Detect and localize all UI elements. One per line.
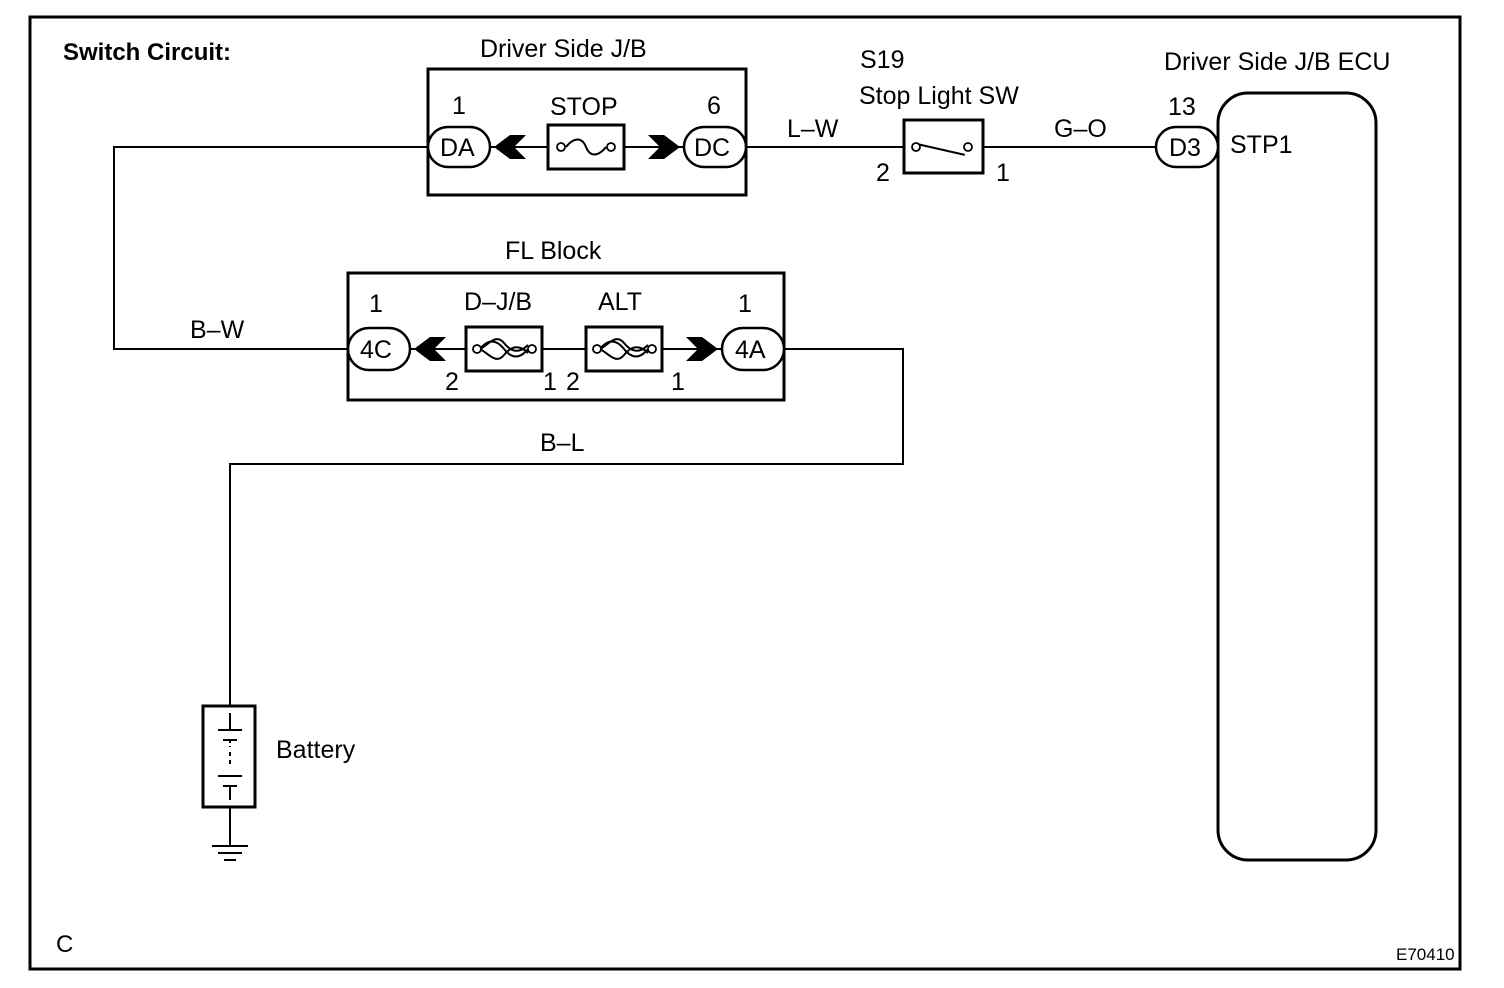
fuse-alt-terminal-left (592, 344, 602, 354)
switch-contact-arm (916, 143, 966, 156)
connector-da-label: DA (440, 134, 475, 162)
connector-d3-label: D3 (1169, 134, 1201, 162)
fuse-alt-element-2 (599, 338, 649, 352)
fuse-djb-terminal-right (527, 344, 537, 354)
wire-b-w (113, 146, 428, 350)
corner-letter: C (56, 931, 73, 958)
connector-4c (346, 326, 412, 372)
stop-fuse-terminal-right (606, 142, 616, 152)
driver-jb-label: Driver Side J/B (480, 35, 647, 63)
stop-fuse-element (565, 138, 607, 156)
figure-code: E70410 (1396, 945, 1455, 964)
driver-jb-right-arrow (648, 135, 680, 159)
fuse-djb-element-3 (479, 346, 529, 360)
switch-code: S19 (860, 46, 904, 74)
fuse-alt-element-1 (599, 340, 649, 358)
fuse-alt-terminal-right (647, 344, 657, 354)
connector-4a (720, 326, 786, 372)
fl-block-label: FL Block (505, 237, 602, 265)
connector-4c-label: 4C (360, 336, 392, 364)
driver-jb-right-pin: 6 (707, 92, 721, 120)
connector-da (426, 125, 492, 169)
wire-g-o-label: G–O (1054, 115, 1107, 143)
switch-pin-left: 2 (876, 159, 890, 187)
switch-label: Stop Light SW (859, 82, 1019, 110)
switch-terminal-right (963, 142, 973, 152)
fuse-djb-label: D–J/B (464, 288, 532, 316)
driver-jb-left-arrow (494, 135, 526, 159)
ecu-label: Driver Side J/B ECU (1164, 48, 1390, 76)
fl-block-right-arrow (686, 337, 718, 361)
connector-dc-label: DC (694, 134, 730, 162)
battery-label: Battery (276, 736, 356, 764)
stop-fuse-label: STOP (550, 93, 618, 121)
ecu-terminal-label: STP1 (1230, 131, 1293, 159)
wire-b-l-label: B–L (540, 429, 585, 457)
fuse-alt-pin-right: 1 (671, 368, 685, 396)
fuse-alt-label: ALT (598, 288, 642, 316)
driver-jb-left-pin: 1 (452, 92, 466, 120)
wire-b-w-label: B–W (190, 316, 245, 344)
fuse-djb-element-2 (479, 338, 529, 352)
fl-block-right-top-pin: 1 (738, 290, 752, 318)
ecu-pin: 13 (1168, 93, 1196, 121)
diagram-title: Switch Circuit: (63, 39, 231, 66)
fuse-djb-terminal-left (472, 344, 482, 354)
fuse-djb-pin-right: 1 (543, 368, 557, 396)
wire-l-w-label: L–W (787, 115, 839, 143)
fuse-alt-element-3 (599, 346, 649, 360)
fl-block-left-arrow (414, 337, 446, 361)
fl-block-left-top-pin: 1 (369, 290, 383, 318)
switch-pin-right: 1 (996, 159, 1010, 187)
fuse-djb-element-1 (479, 340, 529, 358)
fuse-djb-pin-left: 2 (445, 368, 459, 396)
connector-d3 (1154, 125, 1220, 169)
switch-terminal-left (911, 142, 921, 152)
connector-dc (682, 125, 748, 169)
ecu-box (1216, 91, 1378, 862)
fuse-alt-pin-left: 2 (566, 368, 580, 396)
fl-block-box (346, 271, 786, 402)
wire-b-l (229, 348, 904, 706)
connector-4a-label: 4A (735, 336, 766, 364)
stop-fuse-terminal-left (556, 142, 566, 152)
